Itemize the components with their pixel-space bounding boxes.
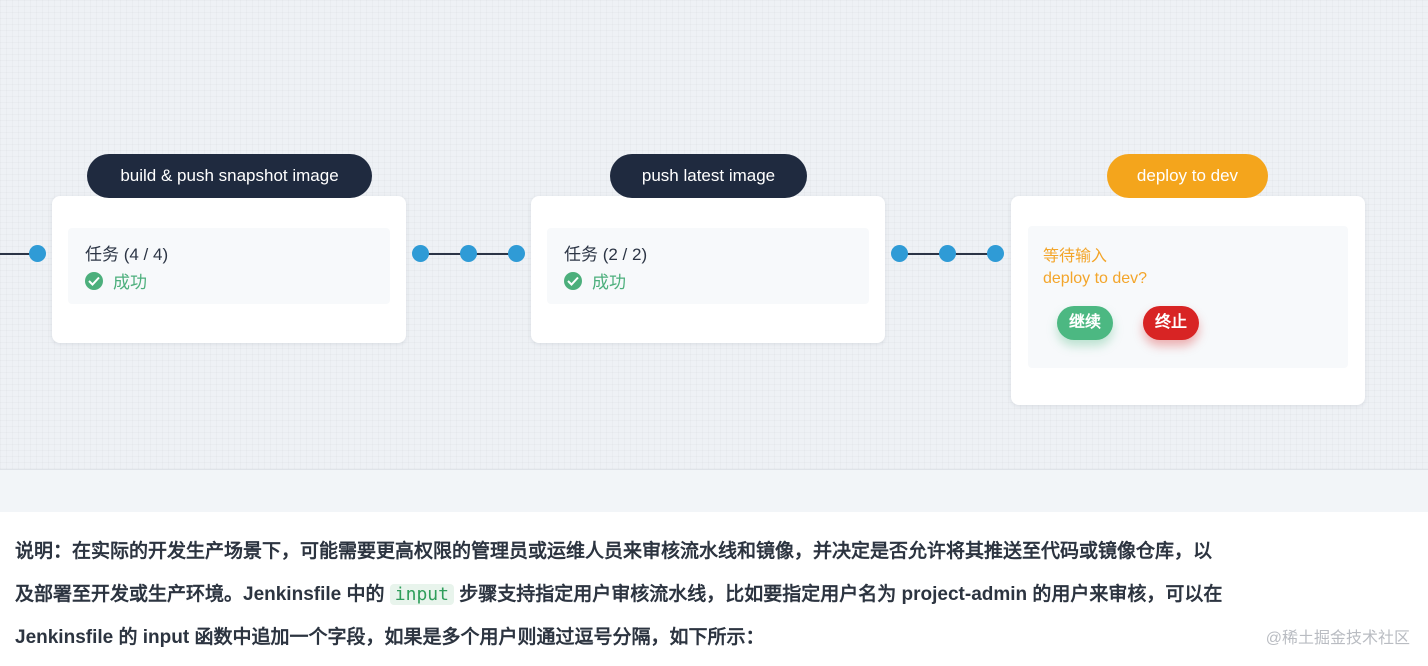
abort-button[interactable]: 终止 [1143,306,1199,340]
stage-pill-deploy[interactable]: deploy to dev [1107,154,1268,198]
task-panel[interactable]: 任务 (2 / 2) 成功 [547,228,869,304]
stage-card-build: 任务 (4 / 4) 成功 [52,196,406,343]
connector-dot [29,245,46,262]
stage-pill-push-latest[interactable]: push latest image [610,154,807,198]
task-panel[interactable]: 任务 (4 / 4) 成功 [68,228,390,304]
stage-card-deploy: 等待输入 deploy to dev? 继续 终止 [1011,196,1365,405]
connector-line [0,253,32,255]
stage-card-push-latest: 任务 (2 / 2) 成功 [531,196,885,343]
connector-dot [939,245,956,262]
article-text: 及部署至开发或生产环境。Jenkinsfile 中的 [15,584,390,605]
watermark: @稀土掘金技术社区 [1265,630,1410,647]
success-check-icon [85,272,103,290]
connector-dot [508,245,525,262]
article-line: 及部署至开发或生产环境。Jenkinsfile 中的 input 步骤支持指定用… [15,573,1415,616]
article-line: 说明：在实际的开发生产场景下，可能需要更高权限的管理员或运维人员来审核流水线和镜… [15,541,1213,562]
stage-pill-build[interactable]: build & push snapshot image [87,154,372,198]
task-count: 任务 (2 / 2) [564,245,648,264]
connector-dot [891,245,908,262]
continue-button[interactable]: 继续 [1057,306,1113,340]
task-status: 成功 [592,273,626,292]
input-panel: 等待输入 deploy to dev? 继续 终止 [1028,226,1348,368]
connector-dot [460,245,477,262]
success-check-icon [564,272,582,290]
task-status: 成功 [113,273,147,292]
article-paragraph: 说明：在实际的开发生产场景下，可能需要更高权限的管理员或运维人员来审核流水线和镜… [15,530,1415,659]
waiting-input-title: 等待输入 [1043,248,1108,265]
separator-band [0,469,1428,512]
task-count: 任务 (4 / 4) [85,245,169,264]
connector-dot [412,245,429,262]
article-text: 步骤支持指定用户审核流水线，比如要指定用户名为 project-admin 的用… [453,584,1223,605]
pipeline-canvas: 任务 (4 / 4) 成功 build & push snapshot imag… [0,0,1428,469]
input-prompt: deploy to dev? [1043,270,1148,287]
article-line: Jenkinsfile 的 input 函数中追加一个字段，如果是多个用户则通过… [15,627,765,648]
connector-dot [987,245,1004,262]
inline-code: input [389,584,454,605]
